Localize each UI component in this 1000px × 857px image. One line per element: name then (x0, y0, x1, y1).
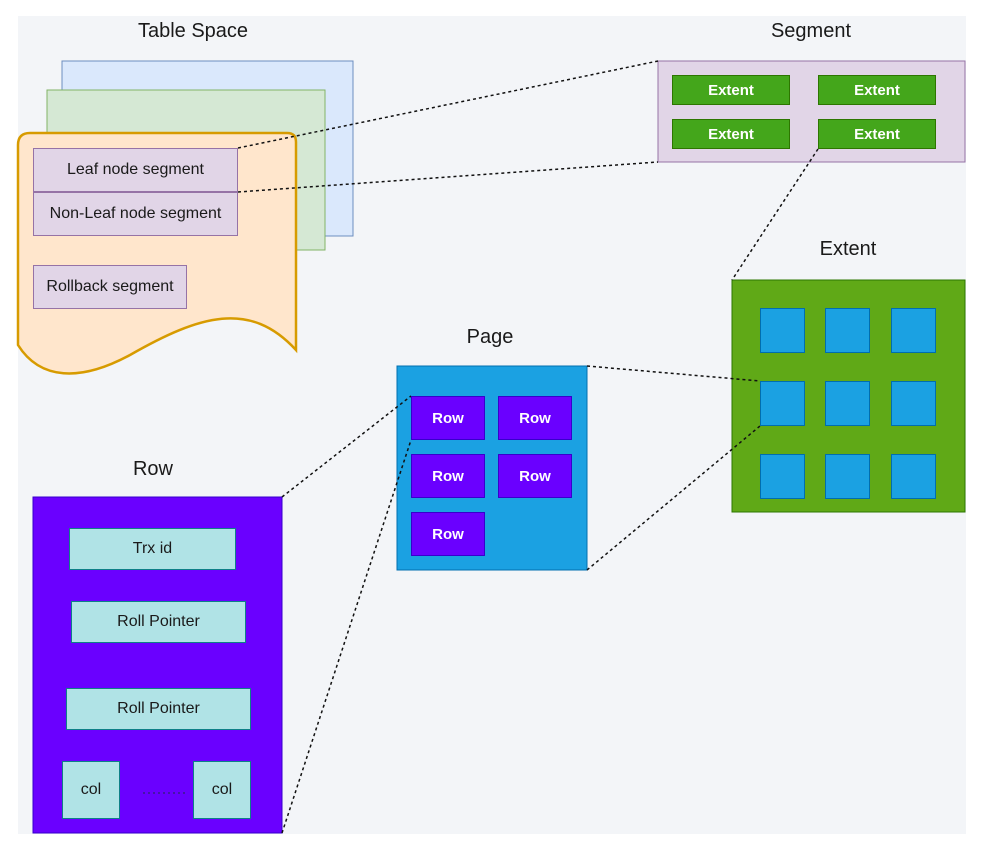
extent-page-cell (891, 308, 936, 353)
extent-page-cell (760, 381, 805, 426)
extent-page-cell (891, 454, 936, 499)
page-row-3: Row (411, 454, 485, 498)
connector-extent-to-container (731, 148, 819, 281)
connector-row-top-to-page (281, 395, 412, 498)
extent-page-cell (825, 381, 870, 426)
connector-leaf-to-segment-bottom (237, 161, 659, 193)
row-field-trx-id: Trx id (69, 528, 236, 570)
rollback-segment: Rollback segment (33, 265, 187, 309)
segment-extent-2: Extent (818, 75, 936, 105)
segment-extent-4: Extent (818, 119, 936, 149)
page-row-1: Row (411, 396, 485, 440)
connector-page-bottom-to-cell (586, 425, 761, 571)
extent-page-cell (825, 308, 870, 353)
extent-page-cell (891, 381, 936, 426)
row-field-roll-pointer-1: Roll Pointer (71, 601, 246, 643)
non-leaf-node-segment: Non-Leaf node segment (33, 192, 238, 236)
connector-page-top-to-cell (586, 365, 761, 382)
page-row-4: Row (498, 454, 572, 498)
page-row-2: Row (498, 396, 572, 440)
page-row-5: Row (411, 512, 485, 556)
row-col-1: col (62, 761, 120, 819)
extent-page-cell (760, 454, 805, 499)
extent-title: Extent (819, 238, 877, 260)
leaf-node-segment: Leaf node segment (33, 148, 238, 192)
extent-page-cell (825, 454, 870, 499)
segment-title: Segment (770, 20, 852, 42)
segment-extent-1: Extent (672, 75, 790, 105)
row-field-roll-pointer-2: Roll Pointer (66, 688, 251, 730)
extent-page-cell (760, 308, 805, 353)
page-title: Page (466, 326, 514, 348)
connector-row-bottom-to-page (281, 439, 412, 834)
row-title: Row (132, 458, 173, 480)
segment-extent-3: Extent (672, 119, 790, 149)
row-col-2: col (193, 761, 251, 819)
tablespace-title: Table Space (137, 20, 249, 42)
